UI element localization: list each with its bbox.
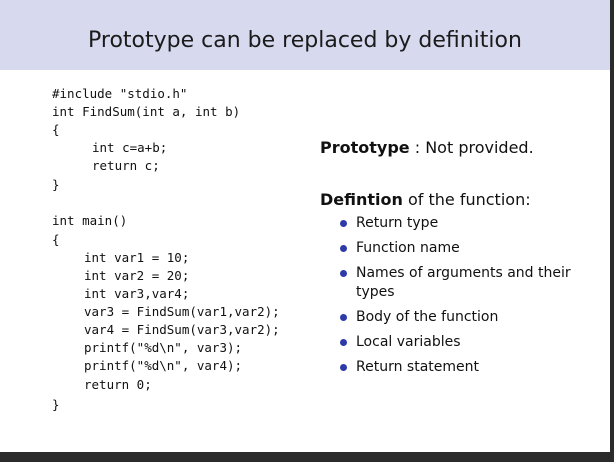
code-line: int main(): [52, 213, 128, 228]
code-line: var3 = FindSum(var1,var2);: [84, 304, 280, 319]
prototype-value: Not provided.: [425, 138, 534, 157]
code-line: }: [52, 397, 60, 412]
definition-heading: Defintion of the function:: [320, 190, 531, 209]
list-item: Body of the function: [320, 308, 590, 327]
definition-list: Return type Function name Names of argum…: [320, 214, 590, 383]
code-line: int FindSum(int a, int b): [52, 104, 241, 119]
code-line: printf("%d\n", var4);: [84, 358, 243, 373]
prototype-label: Prototype: [320, 138, 410, 157]
code-line: int var1 = 10;: [84, 250, 190, 265]
prototype-line: Prototype : Not provided.: [320, 138, 600, 157]
list-item: Function name: [320, 239, 590, 258]
definition-label: Defintion: [320, 190, 403, 209]
code-line: return 0;: [84, 377, 152, 392]
code-line: {: [52, 122, 60, 137]
code-line: {: [52, 232, 60, 247]
code-line: }: [52, 177, 60, 192]
prototype-separator: :: [409, 138, 426, 157]
code-line: #include "stdio.h": [52, 86, 188, 101]
slide-title: Prototype can be replaced by definition: [88, 28, 522, 53]
list-item: Local variables: [320, 333, 590, 352]
code-line: return c;: [92, 158, 160, 173]
code-line: printf("%d\n", var3);: [84, 340, 243, 355]
slide: Prototype can be replaced by definition …: [0, 0, 610, 452]
list-item: Return statement: [320, 358, 590, 377]
code-line: int var3,var4;: [84, 286, 190, 301]
definition-rest: of the function:: [402, 190, 531, 209]
list-item: Return type: [320, 214, 590, 233]
code-line: int c=a+b;: [92, 140, 168, 155]
title-bar: Prototype can be replaced by definition: [0, 0, 610, 70]
list-item: Names of arguments and their types: [320, 264, 590, 302]
explanation-panel: Prototype : Not provided. Defintion of t…: [320, 138, 600, 375]
code-line: int var2 = 20;: [84, 268, 190, 283]
code-line: var4 = FindSum(var3,var2);: [84, 322, 280, 337]
